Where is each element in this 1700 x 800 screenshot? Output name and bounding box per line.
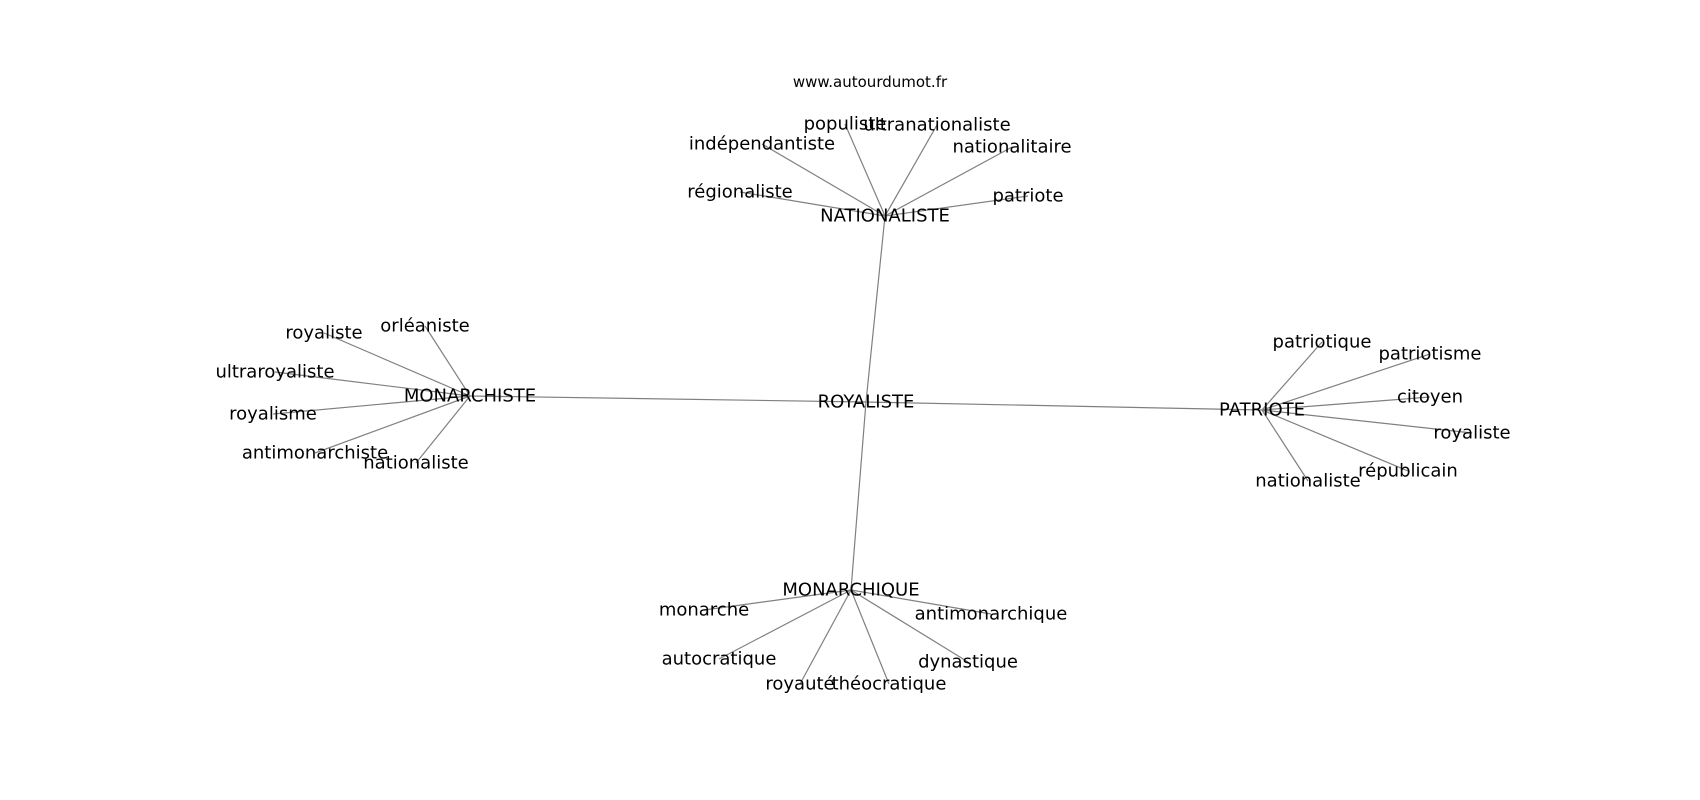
edge-hub-to-word (1261, 409, 1473, 434)
edge-hub-to-word (1261, 409, 1409, 472)
edge-hub-to-word (884, 124, 938, 217)
edge-hub-to-word (799, 589, 852, 685)
edge-hub-to-word (424, 325, 471, 397)
word-node: populiste (804, 114, 887, 135)
edge-hub-to-word (1261, 409, 1309, 482)
hub-node: PATRIOTE (1219, 400, 1305, 421)
word-node: nationaliste (363, 453, 468, 474)
word-node: patriotique (1273, 332, 1372, 353)
labels-layer: www.autourdumot.fr ROYALISTE NATIONALISTE… (215, 73, 1510, 695)
edge-center-to-hub (850, 401, 867, 591)
word-node: royalisme (229, 404, 317, 425)
word-node: orléaniste (380, 316, 469, 337)
word-node: citoyen (1397, 387, 1463, 408)
edge-hub-to-word (884, 146, 1013, 217)
edge-hub-to-word (884, 195, 1029, 217)
edge-hub-to-word (272, 395, 471, 415)
word-node: royaliste (1433, 423, 1510, 444)
edges-layer (272, 123, 1473, 685)
edge-center-to-hub (865, 215, 886, 403)
edge-hub-to-word (850, 589, 890, 685)
word-node: nationalitaire (952, 137, 1071, 158)
word-node: royauté (765, 674, 834, 695)
edge-hub-to-word (1261, 353, 1431, 411)
word-node: ultranationaliste (863, 115, 1010, 136)
word-node: autocratique (662, 649, 777, 670)
word-node: ultraroyaliste (215, 362, 334, 383)
edge-hub-to-word (761, 143, 886, 217)
edge-hub-to-word (844, 123, 886, 217)
edge-hub-to-word (274, 371, 471, 397)
edge-hub-to-word (1261, 341, 1323, 411)
word-node: républicain (1358, 461, 1458, 482)
word-node: monarche (659, 600, 749, 621)
hub-node: NATIONALISTE (820, 206, 950, 227)
word-node: nationaliste (1255, 471, 1360, 492)
edge-hub-to-word (314, 395, 471, 454)
word-node: patriote (992, 186, 1063, 207)
edge-hub-to-word (415, 395, 471, 464)
hub-node: MONARCHIQUE (782, 580, 919, 601)
word-node: royaliste (285, 323, 362, 344)
edge-center-to-hub (469, 395, 867, 403)
edge-hub-to-word (323, 332, 471, 397)
edge-hub-to-word (703, 589, 852, 611)
edge-hub-to-word (718, 589, 852, 660)
word-node: antimonarchique (915, 604, 1068, 625)
center-node: ROYALISTE (818, 392, 915, 413)
edge-hub-to-word (739, 191, 886, 217)
word-node: patriotisme (1379, 344, 1482, 365)
word-node: antimonarchiste (242, 443, 388, 464)
word-node: régionaliste (687, 182, 792, 203)
edge-hub-to-word (850, 589, 992, 615)
hub-node: MONARCHISTE (404, 386, 536, 407)
edge-hub-to-word (850, 589, 969, 663)
edge-hub-to-word (1261, 396, 1431, 411)
word-node: dynastique (918, 652, 1018, 673)
word-node: théocratique (832, 674, 947, 695)
word-node: indépendantiste (689, 134, 835, 155)
edge-center-to-hub (865, 401, 1263, 411)
source-url: www.autourdumot.fr (793, 73, 948, 91)
